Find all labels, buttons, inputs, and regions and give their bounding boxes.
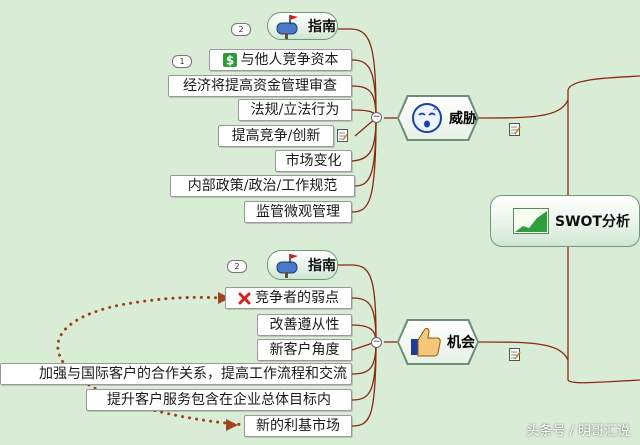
opportunity-collapse-toggle[interactable]: − bbox=[371, 337, 382, 348]
svg-text:z: z bbox=[433, 104, 437, 112]
opportunity-guide-label: 指南 bbox=[308, 258, 336, 274]
threat-guide-label: 指南 bbox=[308, 19, 336, 35]
opportunity-item-3[interactable]: 加强与国际客户的合作关系，提高工作流程和交流 bbox=[0, 363, 352, 385]
threat-collapse-toggle[interactable]: − bbox=[371, 112, 382, 123]
mailbox-icon bbox=[276, 254, 298, 278]
threat-label: 威胁 bbox=[449, 111, 477, 127]
opportunity-item-label: 新的利基市场 bbox=[256, 418, 340, 434]
threat-item-6[interactable]: 监管微观管理 bbox=[244, 201, 352, 223]
note-icon[interactable] bbox=[509, 123, 521, 136]
red-x-icon bbox=[238, 292, 251, 304]
opportunity-item-2[interactable]: 新客户角度 bbox=[257, 339, 352, 361]
threat-item-3[interactable]: 提高竞争/创新 bbox=[218, 125, 334, 147]
growth-chart-icon bbox=[513, 208, 549, 234]
opportunity-item-0[interactable]: 竞争者的弱点 bbox=[225, 287, 352, 309]
threat-item-5[interactable]: 内部政策/政治/工作规范 bbox=[170, 175, 355, 197]
central-topic[interactable]: SWOT分析 bbox=[490, 195, 640, 247]
opportunity-item-label: 新客户角度 bbox=[269, 342, 340, 358]
threat-guide-badge: 2 bbox=[231, 23, 251, 36]
threat-item-2[interactable]: 法规/立法行为 bbox=[238, 99, 352, 121]
opportunity-label: 机会 bbox=[447, 335, 475, 351]
note-icon[interactable] bbox=[509, 348, 521, 361]
opportunity-item-5[interactable]: 新的利基市场 bbox=[244, 415, 352, 437]
watermark: 头条号 / 明哥汇说 bbox=[526, 424, 630, 439]
sleepy-face-icon: z bbox=[412, 103, 442, 133]
threat-item-label: 市场变化 bbox=[285, 153, 342, 169]
threat-item-label: 法规/立法行为 bbox=[250, 102, 340, 118]
threat-item-4[interactable]: 市场变化 bbox=[275, 150, 352, 172]
opportunity-item-4[interactable]: 提升客户服务包含在企业总体目标内 bbox=[86, 389, 352, 411]
threat-item-1[interactable]: 经济将提高资金管理审查 bbox=[168, 75, 352, 97]
opportunity-item-label: 提升客户服务包含在企业总体目标内 bbox=[107, 392, 331, 408]
threat-item-label: 经济将提高资金管理审查 bbox=[183, 78, 337, 94]
threat-item-badge: 1 bbox=[172, 55, 192, 68]
opportunity-guide-badge: 2 bbox=[227, 260, 247, 273]
opportunity-guide-topic[interactable]: 指南 bbox=[267, 250, 338, 280]
threat-topic[interactable]: z 威胁 bbox=[397, 95, 479, 141]
central-label: SWOT分析 bbox=[555, 214, 630, 230]
threat-item-label: 监管微观管理 bbox=[256, 204, 340, 220]
threat-item-label: 内部政策/政治/工作规范 bbox=[187, 178, 338, 194]
threat-item-label: 与他人竞争资本 bbox=[240, 52, 339, 68]
opportunity-topic[interactable]: 机会 bbox=[397, 319, 479, 365]
opportunity-item-label: 加强与国际客户的合作关系，提高工作流程和交流 bbox=[39, 366, 347, 382]
note-icon[interactable] bbox=[337, 129, 349, 142]
svg-text:$: $ bbox=[225, 54, 233, 68]
thumbs-up-icon bbox=[411, 327, 441, 357]
dollar-icon: $ bbox=[222, 53, 237, 68]
opportunity-item-label: 竞争者的弱点 bbox=[255, 290, 339, 306]
threat-item-label: 提高竞争/创新 bbox=[231, 128, 321, 144]
threat-item-0[interactable]: $ 与他人竞争资本 bbox=[209, 49, 352, 71]
opportunity-item-1[interactable]: 改善遵从性 bbox=[257, 314, 352, 336]
mailbox-icon bbox=[276, 15, 298, 39]
opportunity-item-label: 改善遵从性 bbox=[269, 317, 340, 333]
threat-guide-topic[interactable]: 指南 bbox=[267, 12, 338, 40]
